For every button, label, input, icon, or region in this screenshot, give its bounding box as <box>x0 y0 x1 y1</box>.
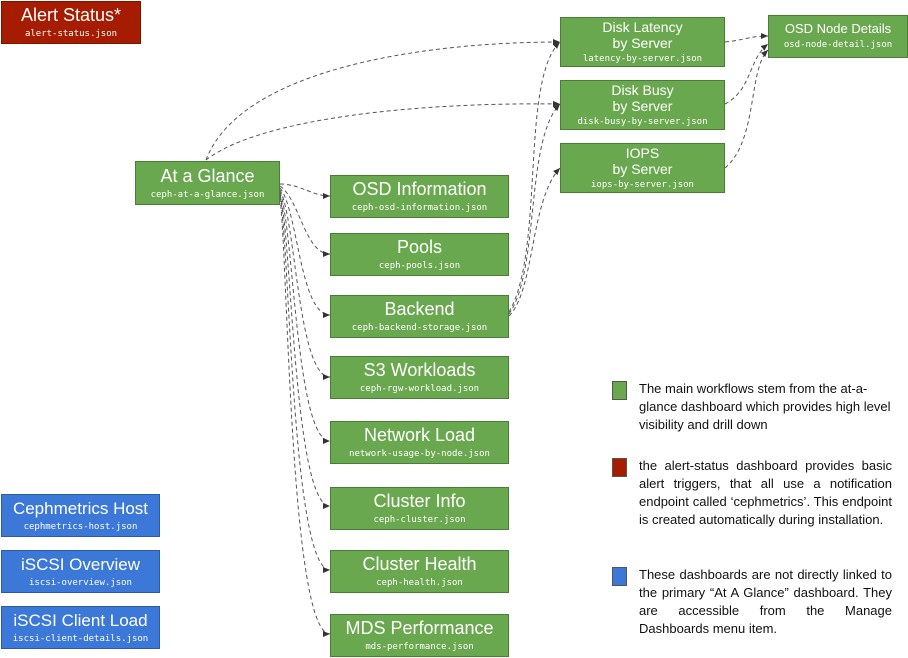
node-osd-node-details: OSD Node Details osd-node-detail.json <box>768 15 908 58</box>
node-disk-latency: Disk Latency by Server latency-by-server… <box>560 17 725 67</box>
node-osd-information-title: OSD Information <box>352 179 487 200</box>
edge-glance-to-cluster-info <box>279 193 331 509</box>
legend-item-standalone: These dashboards are not directly linked… <box>612 566 892 638</box>
legend-swatch-main <box>612 381 627 400</box>
edge-glance-to-disk-latency <box>205 39 561 161</box>
node-network-load-file: network-usage-by-node.json <box>349 449 490 460</box>
node-iops-file: iops-by-server.json <box>591 180 694 191</box>
node-osd-node-details-title: OSD Node Details <box>784 21 892 37</box>
node-network-load-title: Network Load <box>363 425 476 446</box>
node-iscsi-overview-file: iscsi-overview.json <box>29 577 132 588</box>
legend-item-alert: the alert-status dashboard provides basi… <box>612 457 892 529</box>
node-osd-information: OSD Information ceph-osd-information.jso… <box>330 175 509 218</box>
node-osd-node-details-file: osd-node-detail.json <box>783 40 893 51</box>
node-at-a-glance-file: ceph-at-a-glance.json <box>150 189 265 200</box>
node-mds-performance-title: MDS Performance <box>345 618 494 639</box>
edge-disk-busy-to-osd-node-details <box>724 43 769 105</box>
legend-swatch-standalone <box>612 567 627 586</box>
node-alert-status: Alert Status* alert-status.json <box>1 1 141 44</box>
node-cephmetrics-host: Cephmetrics Host cephmetrics-host.json <box>1 494 160 537</box>
legend-swatch-alert <box>612 458 627 477</box>
edge-backend-to-disk-latency <box>508 41 561 313</box>
node-at-a-glance-title: At a Glance <box>160 165 255 186</box>
node-cluster-health-file: ceph-health.json <box>376 578 463 589</box>
node-iscsi-client-load-title: iSCSI Client Load <box>13 611 148 631</box>
node-iscsi-client-load: iSCSI Client Load iscsi-client-details.j… <box>1 606 160 649</box>
node-pools-title: Pools <box>396 237 443 258</box>
node-disk-latency-title-line1: Disk Latency <box>602 19 683 36</box>
legend-item-main: The main workflows stem from the at-a-gl… <box>612 380 892 434</box>
edge-glance-to-disk-busy <box>205 100 561 161</box>
node-s3-workloads-file: ceph-rgw-workload.json <box>359 384 480 395</box>
edge-backend-to-disk-busy <box>508 103 561 315</box>
node-disk-busy-title-line1: Disk Busy <box>611 82 674 99</box>
node-alert-status-file: alert-status.json <box>24 29 118 40</box>
node-cluster-info-title: Cluster Info <box>373 491 466 512</box>
node-iscsi-client-load-file: iscsi-client-details.json <box>12 633 149 644</box>
node-backend: Backend ceph-backend-storage.json <box>330 295 509 338</box>
node-iops-title-line2: by Server <box>612 161 673 178</box>
node-alert-status-title: Alert Status* <box>20 5 122 26</box>
node-cluster-health-title: Cluster Health <box>362 554 477 575</box>
edge-glance-to-network-load <box>279 191 331 444</box>
node-s3-workloads: S3 Workloads ceph-rgw-workload.json <box>330 356 509 399</box>
edge-glance-to-pools <box>279 185 331 257</box>
edge-iops-to-osd-node-details <box>724 49 769 169</box>
node-at-a-glance: At a Glance ceph-at-a-glance.json <box>135 161 280 205</box>
node-disk-latency-file: latency-by-server.json <box>582 54 703 65</box>
node-disk-busy-file: disk-busy-by-server.json <box>577 117 708 128</box>
edge-backend-to-iops <box>508 167 561 317</box>
legend-text-standalone: These dashboards are not directly linked… <box>639 567 892 636</box>
node-cephmetrics-host-title: Cephmetrics Host <box>12 499 149 519</box>
node-cluster-info-file: ceph-cluster.json <box>373 515 466 526</box>
edge-glance-to-s3-workloads <box>279 189 331 380</box>
node-cluster-health: Cluster Health ceph-health.json <box>330 550 509 593</box>
edge-glance-to-mds-performance <box>279 197 331 637</box>
node-disk-latency-title-line2: by Server <box>612 35 673 52</box>
node-backend-file: ceph-backend-storage.json <box>351 323 488 334</box>
edge-glance-to-osd-information <box>279 183 331 199</box>
node-s3-workloads-title: S3 Workloads <box>363 360 476 381</box>
node-cephmetrics-host-file: cephmetrics-host.json <box>23 521 138 532</box>
node-cluster-info: Cluster Info ceph-cluster.json <box>330 487 509 530</box>
edge-disk-latency-to-osd-node-details <box>724 33 769 43</box>
node-pools-file: ceph-pools.json <box>378 261 461 272</box>
legend-text-alert: the alert-status dashboard provides basi… <box>639 458 892 527</box>
node-mds-performance: MDS Performance mds-performance.json <box>330 614 509 657</box>
legend-text-main: The main workflows stem from the at-a-gl… <box>639 381 891 432</box>
node-disk-busy: Disk Busy by Server disk-busy-by-server.… <box>560 80 725 130</box>
node-iscsi-overview: iSCSI Overview iscsi-overview.json <box>1 550 160 593</box>
node-disk-busy-title-line2: by Server <box>612 98 673 115</box>
node-network-load: Network Load network-usage-by-node.json <box>330 421 509 464</box>
node-iscsi-overview-title: iSCSI Overview <box>20 555 141 575</box>
node-iops: IOPS by Server iops-by-server.json <box>560 143 725 193</box>
node-iops-title-line1: IOPS <box>625 145 660 162</box>
edge-glance-to-cluster-health <box>279 195 331 573</box>
node-osd-information-file: ceph-osd-information.json <box>351 203 488 214</box>
node-mds-performance-file: mds-performance.json <box>365 642 474 653</box>
node-pools: Pools ceph-pools.json <box>330 233 509 276</box>
node-backend-title: Backend <box>384 299 455 320</box>
